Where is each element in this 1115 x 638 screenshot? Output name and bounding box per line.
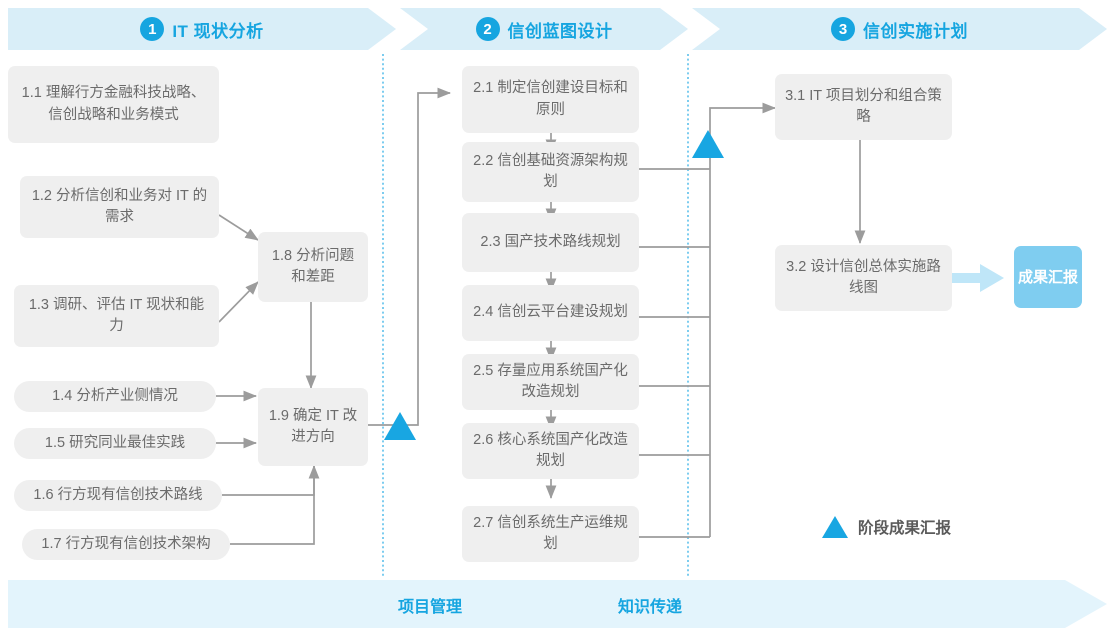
phase-title-2: 信创蓝图设计 bbox=[507, 21, 613, 41]
phase-header-1[interactable]: 1 IT 现状分析 bbox=[8, 8, 396, 50]
process-box-2-2[interactable]: 2.2 信创基础资源架构规划 bbox=[462, 142, 639, 202]
footer-item-project-management: 项目管理 bbox=[398, 599, 463, 616]
process-box-2-7[interactable]: 2.7 信创系统生产运维规划 bbox=[462, 506, 639, 562]
process-box-1-6[interactable]: 1.6 行方现有信创技术路线 bbox=[14, 480, 222, 511]
footer-band: 项目管理 知识传递 bbox=[8, 580, 1107, 628]
process-box-1-9[interactable]: 1.9 确定 IT 改进方向 bbox=[258, 388, 368, 466]
edge-bus-to-3-1 bbox=[709, 102, 777, 169]
milestone-triangle-icon bbox=[822, 516, 848, 538]
phase-title-3: 信创实施计划 bbox=[863, 21, 968, 41]
process-box-3-1[interactable]: 3.1 IT 项目划分和组合策略 bbox=[775, 74, 952, 140]
edge-3-2-to-result bbox=[948, 264, 1004, 292]
process-box-2-4[interactable]: 2.4 信创云平台建设规划 bbox=[462, 285, 639, 341]
process-box-1-5[interactable]: 1.5 研究同业最佳实践 bbox=[14, 428, 216, 459]
process-box-1-8[interactable]: 1.8 分析问题和差距 bbox=[258, 232, 368, 302]
phase-header-2[interactable]: 2 信创蓝图设计 bbox=[400, 8, 688, 50]
process-box-2-5[interactable]: 2.5 存量应用系统国产化改造规划 bbox=[462, 354, 639, 410]
process-box-2-6[interactable]: 2.6 核心系统国产化改造规划 bbox=[462, 423, 639, 479]
phase-number-3: 3 bbox=[831, 17, 855, 41]
phase-number-1: 1 bbox=[140, 17, 165, 41]
edge-1-2-to-1-8 bbox=[218, 214, 259, 241]
phase-header-3[interactable]: 3 信创实施计划 bbox=[692, 8, 1107, 50]
process-box-2-3[interactable]: 2.3 国产技术路线规划 bbox=[462, 213, 639, 272]
edge-1-6-to-1-9 bbox=[222, 464, 320, 496]
result-badge[interactable]: 成果汇报 bbox=[1014, 246, 1082, 308]
process-box-3-2[interactable]: 3.2 设计信创总体实施路线图 bbox=[775, 245, 952, 311]
edge-1-9-to-2-1 bbox=[368, 87, 452, 426]
milestone-triangle-phase2 bbox=[692, 130, 724, 158]
edge-1-7-to-1-9 bbox=[230, 466, 315, 545]
legend-label: 阶段成果汇报 bbox=[858, 520, 952, 537]
process-box-1-1[interactable]: 1.1 理解行方金融科技战略、信创战略和业务模式 bbox=[8, 66, 219, 143]
phase-number-2: 2 bbox=[475, 17, 500, 41]
legend: 阶段成果汇报 bbox=[822, 516, 951, 538]
process-box-1-4[interactable]: 1.4 分析产业侧情况 bbox=[14, 381, 216, 412]
footer-item-knowledge-transfer: 知识传递 bbox=[618, 599, 683, 616]
process-box-1-2[interactable]: 1.2 分析信创和业务对 IT 的需求 bbox=[20, 176, 219, 238]
phase-title-1: IT 现状分析 bbox=[172, 21, 264, 41]
process-box-1-3[interactable]: 1.3 调研、评估 IT 现状和能力 bbox=[14, 285, 219, 347]
edge-1-3-to-1-8 bbox=[218, 281, 259, 323]
process-box-1-7[interactable]: 1.7 行方现有信创技术架构 bbox=[22, 529, 230, 560]
milestone-triangle-phase1 bbox=[384, 412, 416, 440]
process-box-2-1[interactable]: 2.1 制定信创建设目标和原则 bbox=[462, 66, 639, 133]
